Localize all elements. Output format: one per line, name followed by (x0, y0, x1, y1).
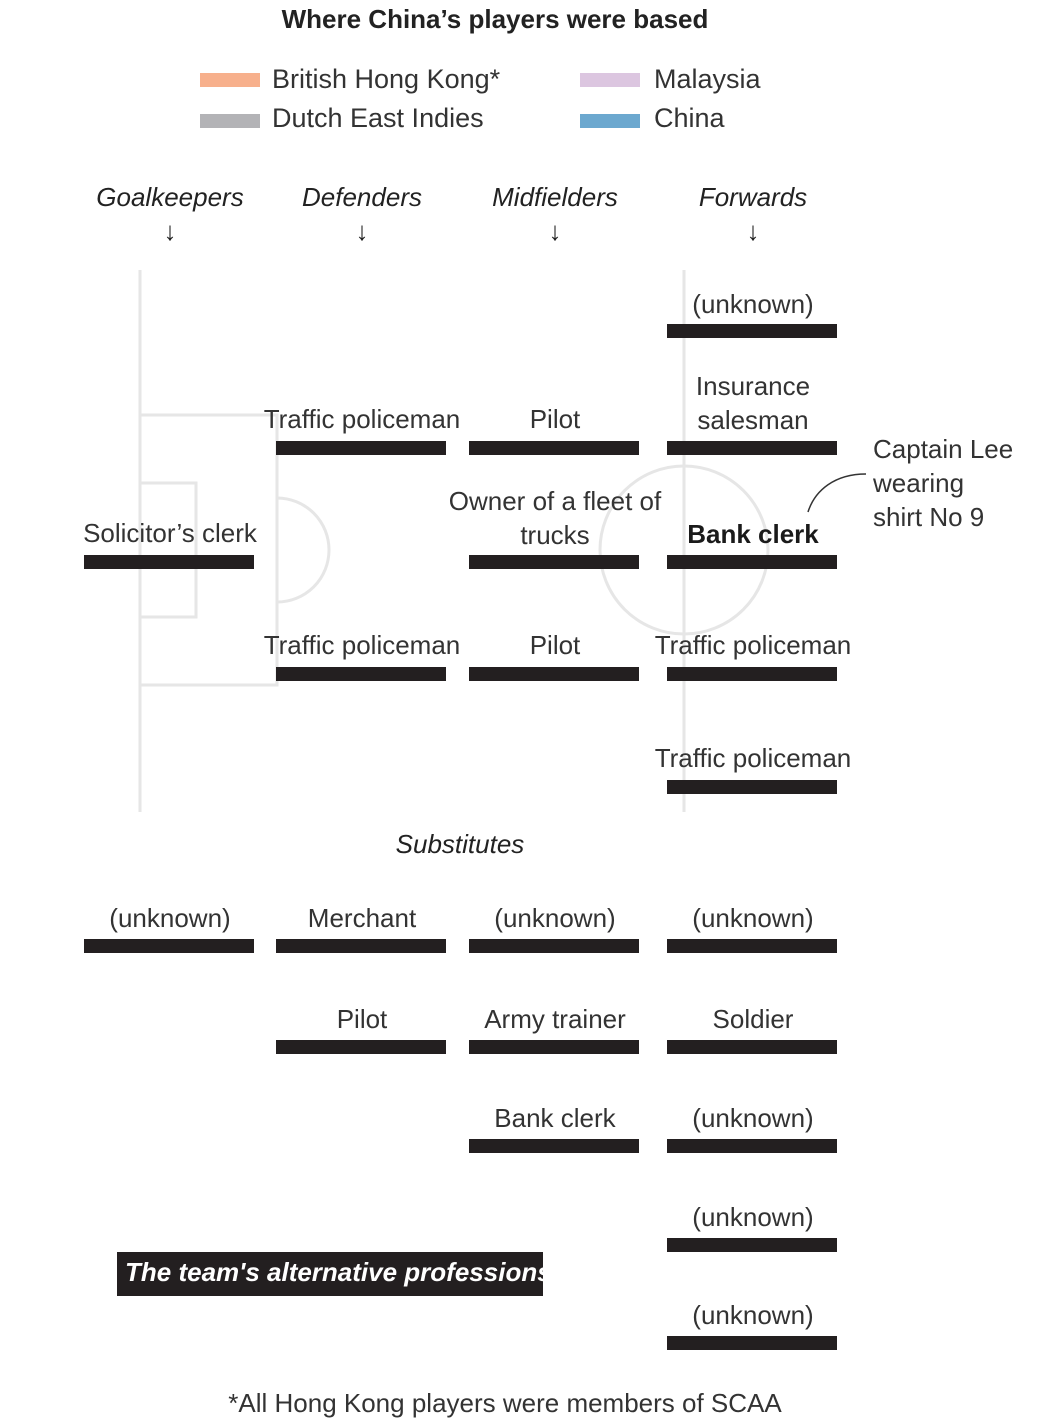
player-bar (667, 1139, 837, 1153)
player-bar (667, 1040, 837, 1054)
legend-swatch-malaysia (580, 73, 640, 87)
player-bar (469, 667, 639, 681)
sub-fwd-label: (unknown) (692, 1300, 814, 1330)
player-bar (667, 780, 837, 794)
header-forwards: Forwards (698, 182, 808, 212)
sub-def-label: Pilot (336, 1004, 388, 1034)
player-bar (469, 1040, 639, 1054)
sub-gk-label: (unknown) (109, 903, 231, 933)
starter-fwd-label: (unknown) (692, 289, 814, 319)
header-goalkeepers: Goalkeepers (96, 182, 244, 212)
sub-mid-label: Army trainer (484, 1004, 626, 1034)
sub-fwd-label: (unknown) (692, 903, 814, 933)
starter-def-label: Traffic policeman (263, 630, 461, 660)
captain-annotation-line: wearing (873, 468, 965, 498)
penalty-arc (276, 496, 331, 604)
player-bar (84, 939, 254, 953)
captain-annotation: Captain Lee wearing shirt No 9 (873, 432, 1013, 534)
player-bar (469, 441, 639, 455)
captain-annotation-line: Captain Lee (873, 434, 1014, 464)
player-bar (469, 555, 639, 569)
starter-fwd-label: Traffic policeman (654, 630, 852, 660)
legend-swatch-dutch-east-indies (200, 114, 260, 128)
sub-def-label: Merchant (307, 903, 417, 933)
player-bar (667, 324, 837, 338)
chart-title: Where China’s players were based (281, 4, 709, 34)
arrow-down-icon: ↓ (355, 216, 369, 246)
legend-label-malaysia: Malaysia (654, 64, 761, 94)
starter-fwd-label: Traffic policeman (654, 743, 852, 773)
starter-mid-label: Pilot (529, 404, 581, 434)
player-bar (276, 939, 446, 953)
arrow-down-icon: ↓ (746, 216, 760, 246)
starter-gk-label: Solicitor’s clerk (83, 518, 257, 548)
sub-fwd-label: (unknown) (692, 1202, 814, 1232)
substitutes-title: Substitutes (395, 829, 525, 859)
player-bar (667, 441, 837, 455)
player-bar (276, 667, 446, 681)
legend-swatch-hong-kong (200, 73, 260, 87)
legend-label-hong-kong: British Hong Kong* (272, 64, 501, 94)
captain-pointer-line (807, 473, 867, 513)
arrow-down-icon: ↓ (163, 216, 177, 246)
player-bar (276, 1040, 446, 1054)
legend-label-dutch-east-indies: Dutch East Indies (272, 103, 484, 133)
player-bar (667, 555, 837, 569)
tag-text: The team's alternative professions (125, 1257, 543, 1287)
starter-mid-label: Owner of a fleet of trucks (448, 486, 662, 550)
player-bar (469, 939, 639, 953)
goal-box (138, 481, 198, 619)
player-bar (276, 441, 446, 455)
sub-fwd-label: Soldier (712, 1004, 794, 1034)
captain-annotation-line: shirt No 9 (873, 502, 985, 532)
alternative-professions-tag: The team's alternative professions (117, 1252, 543, 1296)
starter-fwd-captain-label: Bank clerk (687, 519, 819, 549)
player-bar (667, 667, 837, 681)
player-bar (84, 555, 254, 569)
starter-def-label: Traffic policeman (263, 404, 461, 434)
starter-fwd-label: Insurance salesman (695, 371, 811, 435)
sub-mid-label: (unknown) (494, 903, 616, 933)
player-bar (667, 1336, 837, 1350)
center-circle (598, 464, 770, 636)
header-midfielders: Midfielders (492, 182, 618, 212)
sub-fwd-label: (unknown) (692, 1103, 814, 1133)
sub-mid-label: Bank clerk (494, 1103, 616, 1133)
legend-label-china: China (654, 103, 725, 133)
starter-mid-label: Pilot (529, 630, 581, 660)
player-bar (667, 1238, 837, 1252)
arrow-down-icon: ↓ (548, 216, 562, 246)
header-defenders: Defenders (302, 182, 422, 212)
player-bar (667, 939, 837, 953)
player-bar (469, 1139, 639, 1153)
legend-swatch-china (580, 114, 640, 128)
footnote: *All Hong Kong players were members of S… (228, 1388, 782, 1418)
